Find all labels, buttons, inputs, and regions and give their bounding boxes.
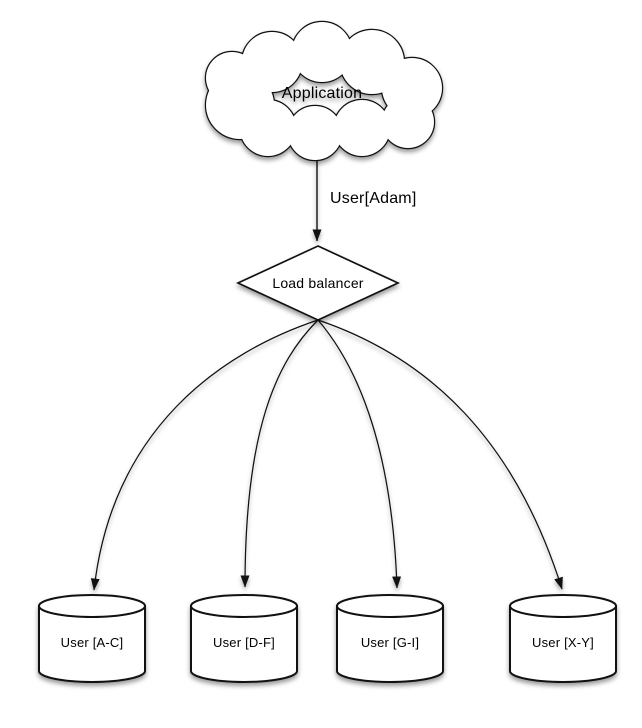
cylinder-top <box>190 594 298 618</box>
cylinder-top <box>336 594 444 618</box>
db-cylinder-user-x-y: User [X-Y] <box>509 594 617 683</box>
edge-layer <box>90 159 563 591</box>
app-to-loadbalancer-edge-label: User[Adam] <box>330 190 416 207</box>
application-cloud-node: Application <box>204 20 444 162</box>
cylinder-body <box>190 605 298 683</box>
loadbalancer-to-shard-d-f-edge <box>240 319 319 588</box>
load-balancer-node-label: Load balancer <box>272 275 363 291</box>
cylinder-top <box>509 594 617 618</box>
loadbalancer-to-shard-a-c-edge <box>90 319 319 591</box>
cylinder-body <box>509 605 617 683</box>
db-cylinder-user-g-i: User [G-I] <box>336 594 444 683</box>
shard-a-c-label: User [A-C] <box>61 635 124 650</box>
diamond-shape <box>235 245 401 321</box>
cylinder-top <box>38 594 146 618</box>
db-cylinder-user-d-f: User [D-F] <box>190 594 298 683</box>
cylinder-body <box>336 605 444 683</box>
loadbalancer-to-shard-g-i-edge <box>317 319 402 589</box>
shard-x-y-label: User [X-Y] <box>532 635 594 650</box>
shard-g-i-label: User [G-I] <box>361 635 419 650</box>
loadbalancer-to-shard-x-y-edge <box>317 319 563 590</box>
cylinder-body <box>38 605 146 683</box>
cloud-fill <box>206 22 442 160</box>
shard-d-f-label: User [D-F] <box>213 635 275 650</box>
application-node-label: Application <box>282 85 362 102</box>
db-cylinder-user-a-c: User [A-C] <box>38 594 146 683</box>
load-balancer-node: Load balancer <box>235 245 401 321</box>
